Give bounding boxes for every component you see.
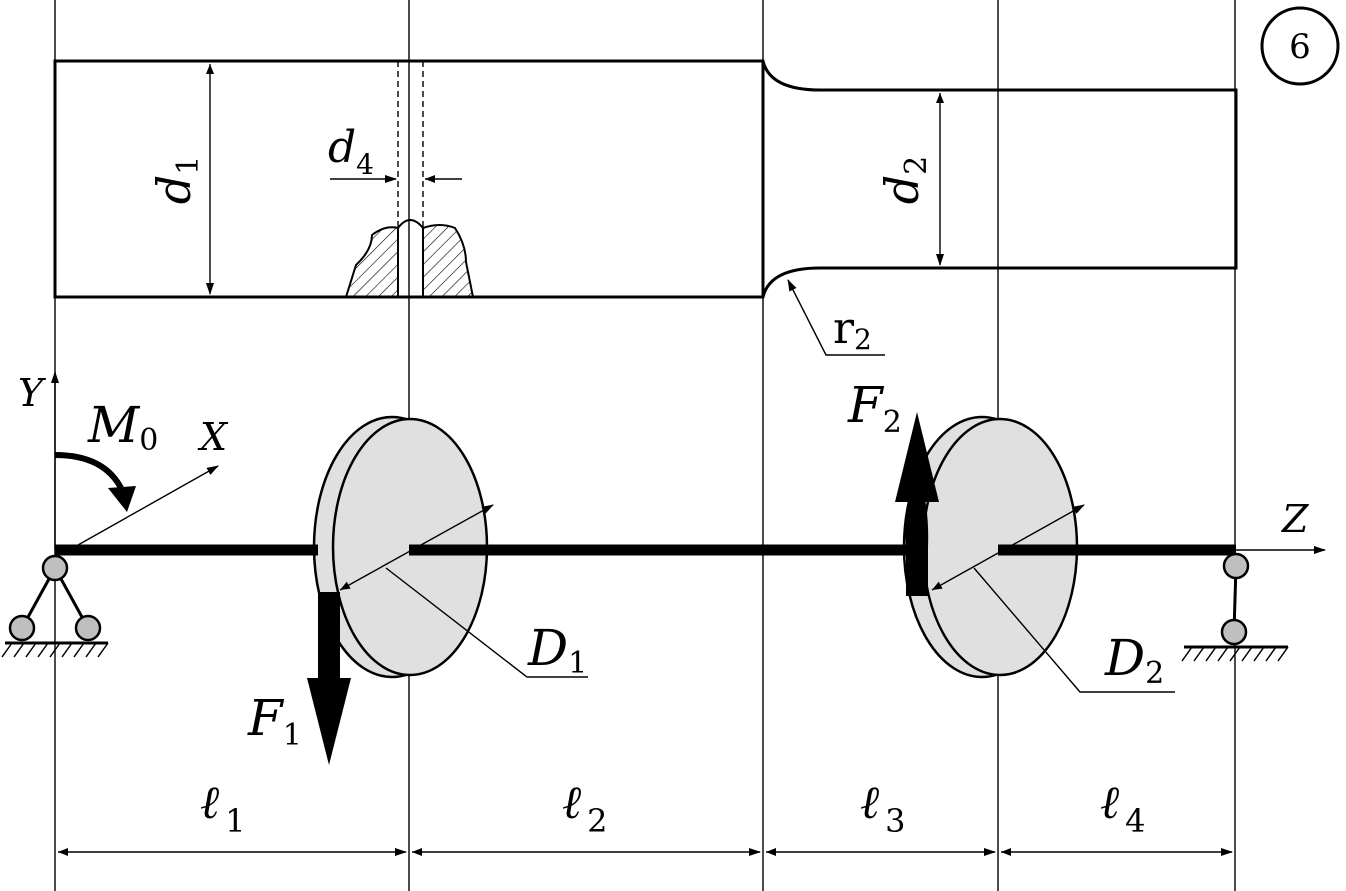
D1-label: D1 xyxy=(527,619,587,681)
radial-hole-section xyxy=(344,61,475,298)
coordinate-axes: Y X Z xyxy=(18,371,1326,554)
fillet-r2: r2 xyxy=(787,279,885,356)
dimension-d2: d2 xyxy=(875,93,944,266)
problem-number-badge: 6 xyxy=(1260,6,1340,86)
shaft-outline xyxy=(53,59,1238,299)
f1-arrow-icon xyxy=(307,678,351,765)
f1-label: F1 xyxy=(247,689,302,753)
moment-arrow-icon xyxy=(108,486,136,512)
problem-number: 6 xyxy=(1289,27,1311,67)
y-axis-label: Y xyxy=(18,371,47,415)
force-f2: F2 xyxy=(847,376,939,596)
dimension-d4: d4 xyxy=(328,122,462,183)
r2-label: r2 xyxy=(833,303,872,356)
moment-m0: M0 xyxy=(54,396,158,512)
z-axis-label: Z xyxy=(1281,497,1309,541)
d4-label: d4 xyxy=(328,122,374,181)
x-axis xyxy=(77,465,219,546)
D2-label: D2 xyxy=(1104,629,1164,691)
d1-label: d1 xyxy=(147,156,206,205)
dimension-D2: D2 xyxy=(931,504,1175,693)
f2-label: F2 xyxy=(847,376,902,440)
d2-label: d2 xyxy=(875,156,934,205)
f2-arrow-icon xyxy=(895,412,939,502)
dimension-D1: D1 xyxy=(339,504,588,681)
reference-lines xyxy=(54,0,1236,891)
dimension-d1: d1 xyxy=(147,64,214,295)
force-f1: F1 xyxy=(247,592,351,765)
roller-support-right xyxy=(1181,552,1289,662)
pinned-support-left xyxy=(1,554,109,658)
m0-label: M0 xyxy=(87,396,158,458)
x-axis-label: X xyxy=(197,415,229,459)
